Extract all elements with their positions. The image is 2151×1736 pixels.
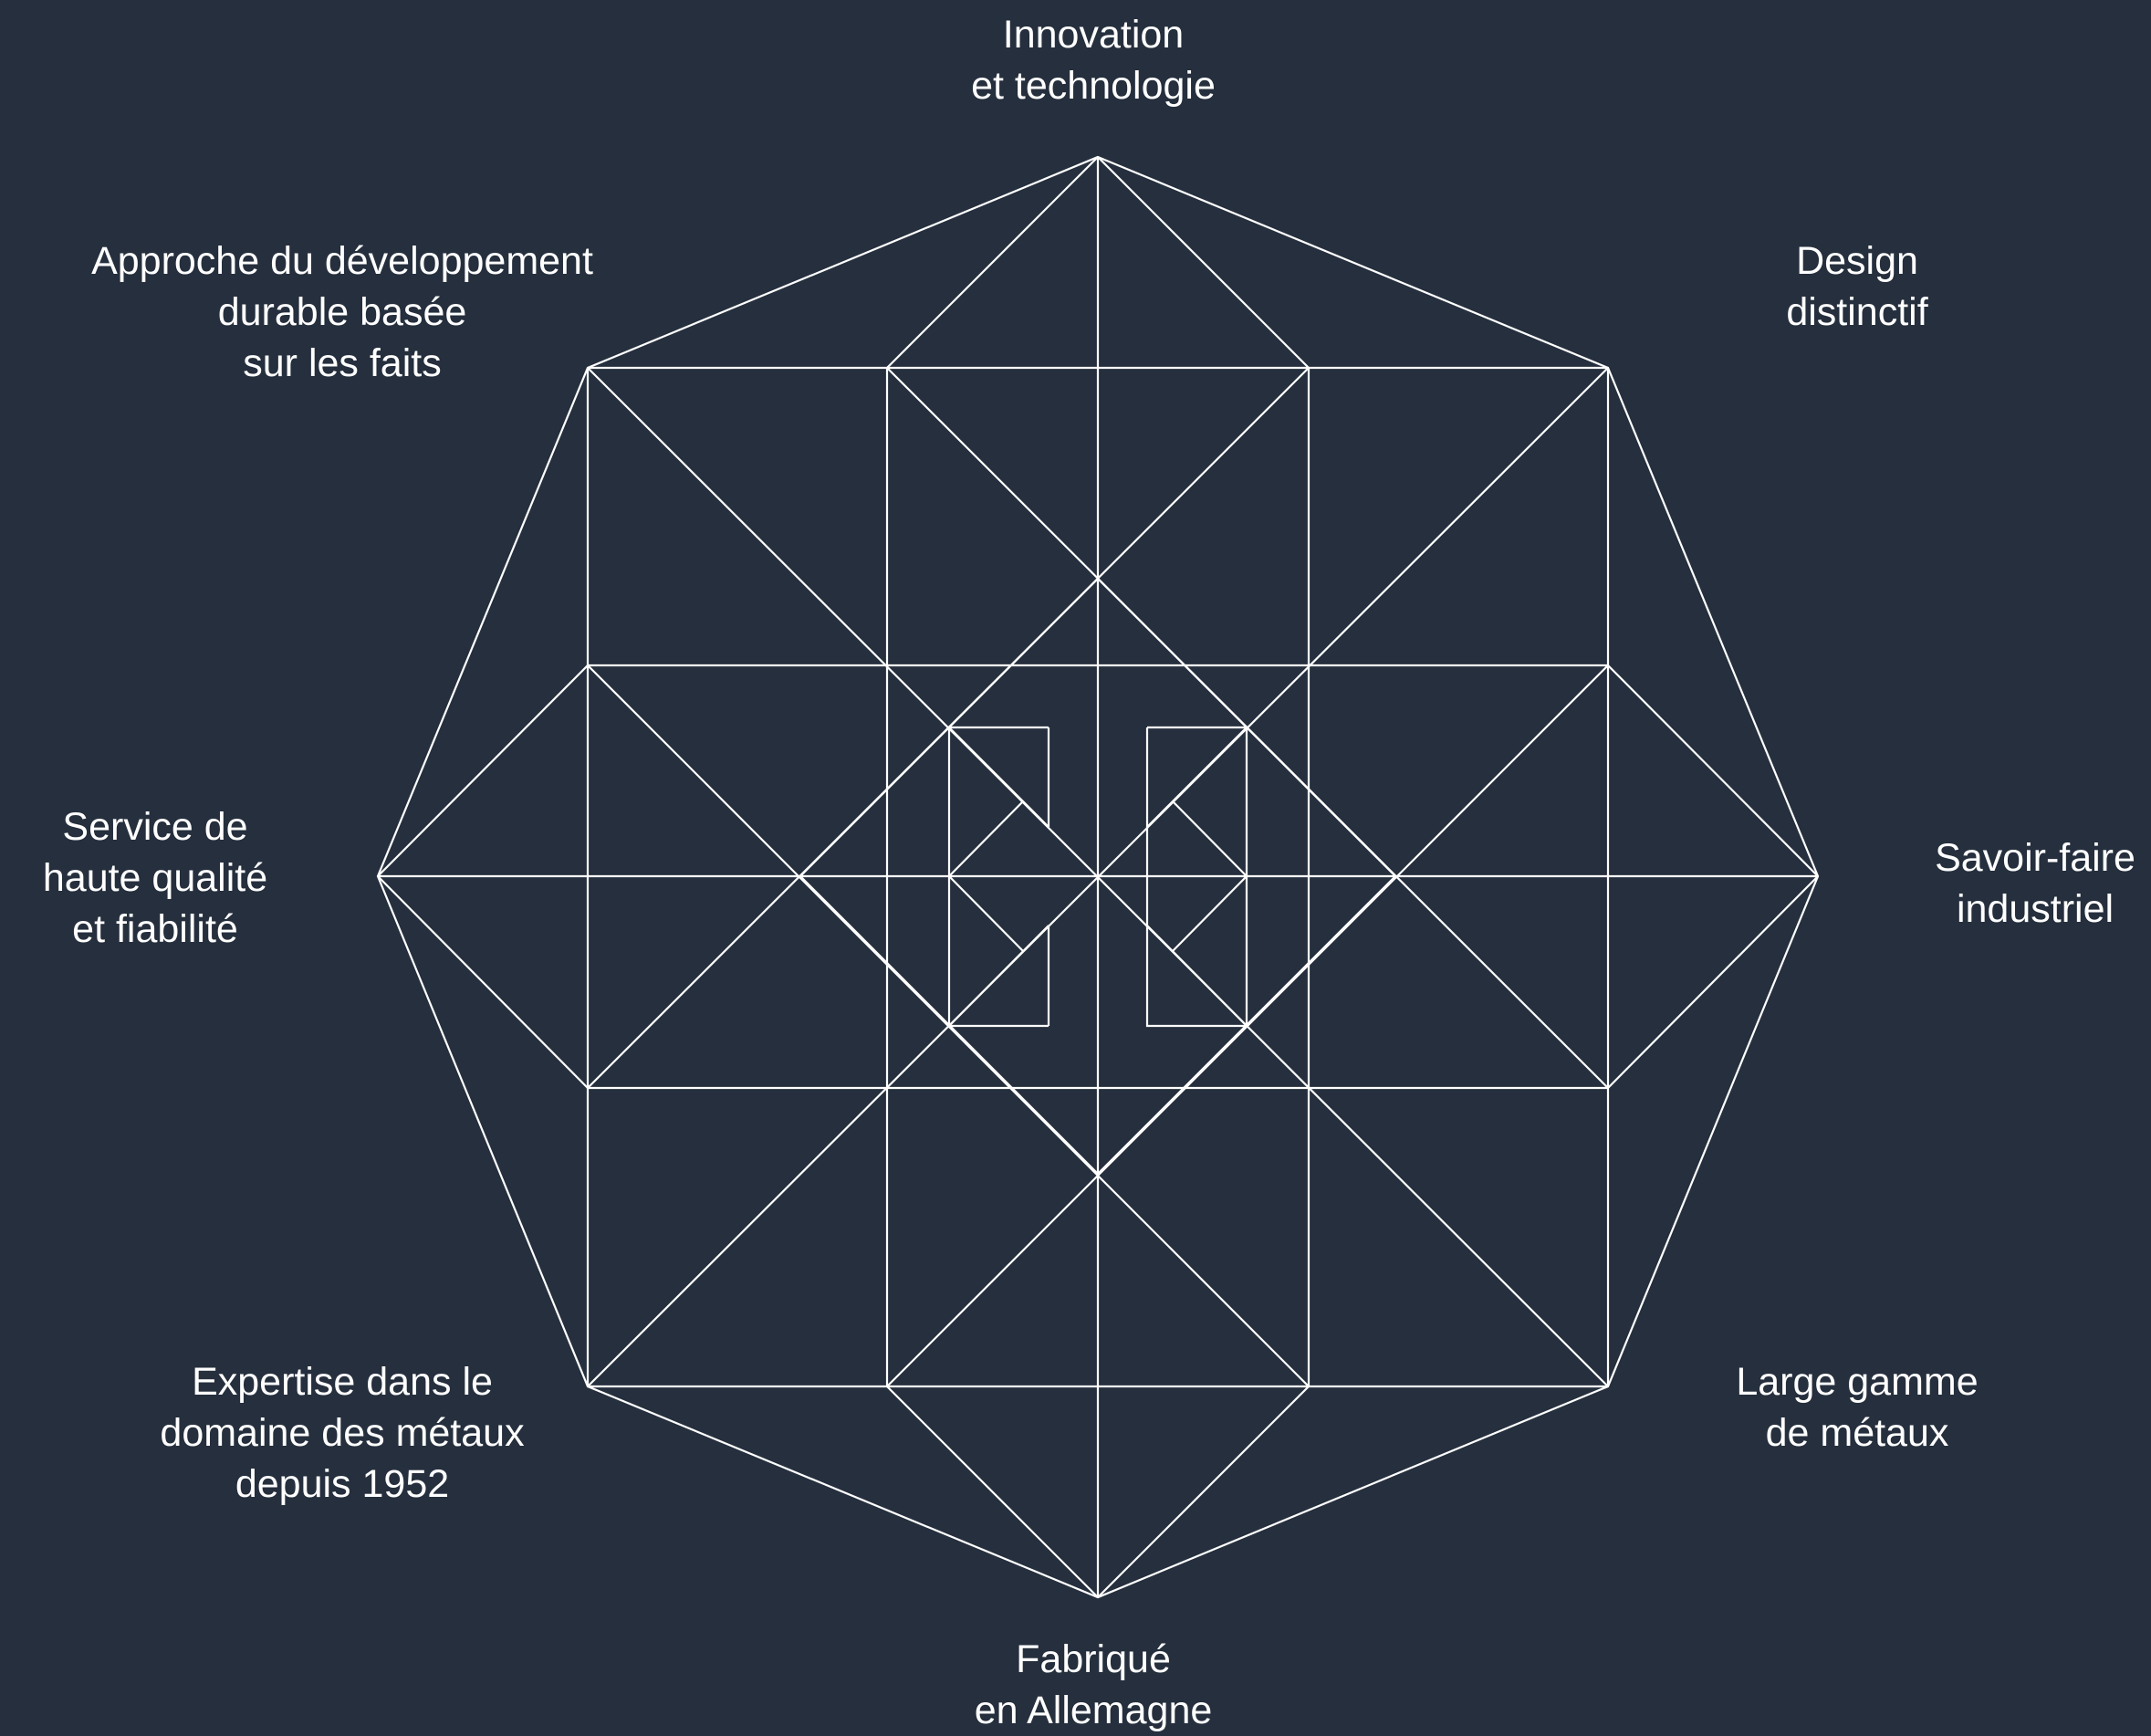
label-expertise: Expertise dans le domaine des métaux dep…	[68, 1356, 616, 1510]
left-inner-diag-2	[949, 926, 1049, 1026]
label-line: Expertise dans le	[68, 1356, 616, 1407]
right-diamond-top	[1608, 665, 1818, 876]
left-inner-arrow-bottom	[949, 876, 1023, 951]
bottom-diamond-right	[1098, 1386, 1309, 1597]
label-savoir-faire: Savoir-faire industriel	[1875, 832, 2151, 935]
label-line: domaine des métaux	[68, 1407, 616, 1459]
right-diamond-bottom	[1608, 876, 1818, 1088]
left-diamond-top	[378, 665, 588, 876]
right-inner-diag-2	[1147, 926, 1247, 1026]
label-line: Innovation	[820, 9, 1367, 60]
bottom-diamond-left	[887, 1386, 1098, 1597]
label-line: Savoir-faire	[1875, 832, 2151, 884]
label-approche: Approche du développement durable basée …	[23, 235, 662, 389]
label-fabrique: Fabriqué en Allemagne	[820, 1634, 1367, 1736]
label-line: depuis 1952	[68, 1459, 616, 1510]
label-line: et fiabilité	[0, 904, 310, 955]
label-line: de métaux	[1629, 1407, 2085, 1459]
right-inner-arrow-bottom	[1173, 876, 1247, 951]
right-inner-diag-1	[1147, 727, 1247, 827]
label-line: et technologie	[820, 60, 1367, 111]
label-line: Fabriqué	[820, 1634, 1367, 1685]
label-line: industriel	[1875, 884, 2151, 935]
left-inner-arrow-top	[949, 801, 1023, 876]
label-line: Design	[1675, 235, 2040, 287]
label-service: Service de haute qualité et fiabilité	[0, 801, 310, 955]
left-inner-diag-1	[949, 727, 1049, 827]
top-diamond-right	[1098, 157, 1309, 368]
label-innovation: Innovation et technologie	[820, 9, 1367, 111]
right-inner-arrow-top	[1173, 801, 1247, 876]
left-diamond-bottom	[378, 876, 588, 1088]
label-line: Approche du développement	[23, 235, 662, 287]
top-diamond-left	[887, 157, 1098, 368]
label-line: distinctif	[1675, 287, 2040, 338]
label-line: Large gamme	[1629, 1356, 2085, 1407]
label-line: sur les faits	[23, 338, 662, 389]
label-line: Service de	[0, 801, 310, 852]
label-large-gamme: Large gamme de métaux	[1629, 1356, 2085, 1459]
label-line: durable basée	[23, 287, 662, 338]
label-line: en Allemagne	[820, 1685, 1367, 1736]
label-line: haute qualité	[0, 852, 310, 904]
label-design: Design distinctif	[1675, 235, 2040, 338]
